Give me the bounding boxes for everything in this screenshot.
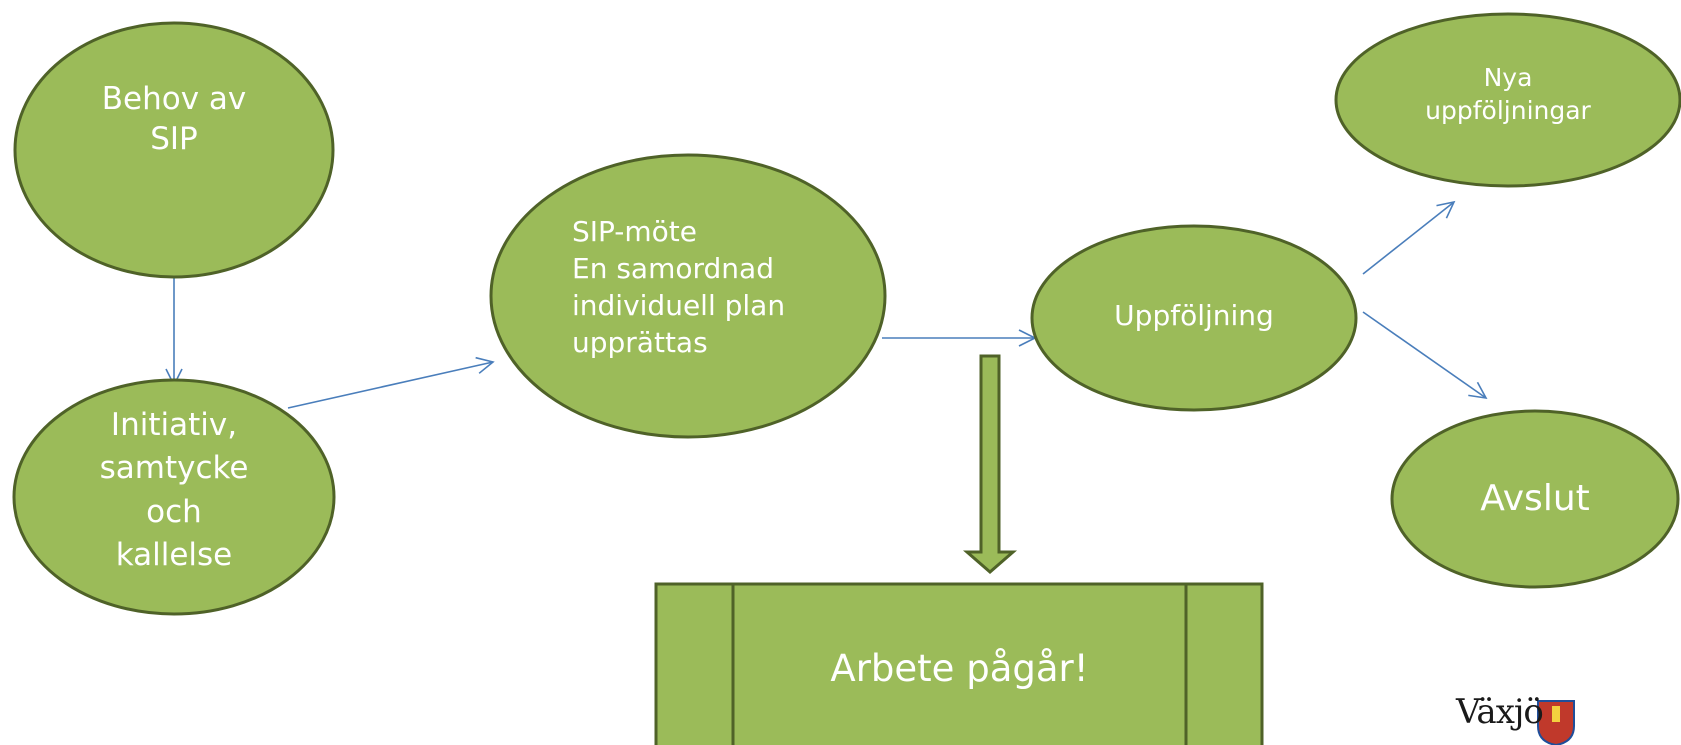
node-sip-mote — [489, 153, 887, 439]
node-sipmote-line-1: SIP-möte — [572, 215, 698, 248]
node-initiativ-line-2: samtycke — [99, 450, 249, 487]
arrow-initiativ-to-sipmote — [287, 356, 495, 409]
box-arbete-pagar — [654, 582, 1264, 745]
node-uppfoljning-label: Uppföljning — [1074, 298, 1314, 334]
vaxjo-coat-of-arms-figure — [1552, 706, 1560, 722]
node-behov-label: Behov av SIP — [74, 79, 274, 160]
node-sipmote-label: SIP-möte En samordnad individuell plan u… — [572, 214, 862, 362]
arrow-uppfoljning-to-nya — [1362, 200, 1456, 275]
node-initiativ-line-4: kallelse — [115, 537, 233, 574]
node-behov-line-1: Behov av — [101, 81, 247, 117]
node-sipmote-line-3: individuell plan — [572, 288, 786, 322]
block-arrow-down — [962, 354, 1018, 574]
node-avslut-line-1: Avslut — [1480, 478, 1590, 519]
node-initiativ-line-3: och — [146, 493, 202, 530]
node-initiativ-line-1: Initiativ, — [110, 407, 238, 443]
node-behov-av-sip — [13, 21, 335, 279]
arrow-uppfoljning-to-avslut — [1362, 311, 1488, 400]
node-sipmote-line-4: upprättas — [572, 325, 708, 359]
node-uppfoljning — [1030, 224, 1358, 412]
node-nya-uppfoljningar — [1334, 12, 1681, 188]
node-nya-label: Nya uppföljningar — [1388, 62, 1628, 127]
node-sipmote-line-2: En samordnad — [572, 251, 774, 285]
node-nya-line-1: Nya — [1483, 63, 1533, 92]
node-behov-line-2: SIP — [150, 121, 198, 158]
box-arbete-label: Arbete pågår! — [733, 645, 1186, 693]
vaxjo-logo-text: Växjö — [1456, 692, 1544, 732]
node-initiativ-label: Initiativ, samtycke och kallelse — [74, 404, 274, 578]
box-arbete-text: Arbete pågår! — [830, 647, 1089, 690]
node-nya-line-2: uppföljningar — [1425, 95, 1591, 125]
node-initiativ — [12, 378, 336, 616]
node-avslut-label: Avslut — [1415, 476, 1655, 523]
node-avslut — [1390, 409, 1680, 589]
node-uppfoljning-line-1: Uppföljning — [1114, 299, 1274, 332]
